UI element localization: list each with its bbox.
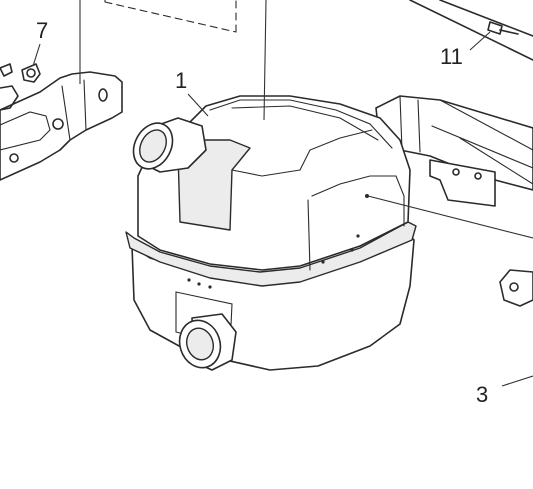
frame-top-right	[409, 0, 533, 61]
bracket-item-3	[499, 269, 533, 307]
callout-item-11: 11	[440, 44, 463, 69]
callout-item-1: 1	[175, 68, 187, 93]
right-frame-rail	[375, 95, 533, 207]
callout-item-3: 3	[476, 382, 488, 407]
upper-inlet-port	[132, 117, 207, 173]
callout-item-7: 7	[36, 18, 48, 43]
left-mounting-bracket	[0, 71, 123, 181]
dashed-reference-outline	[104, 0, 237, 33]
leader-lines	[32, 0, 533, 387]
bolt-item-11	[487, 21, 519, 35]
lower-outlet-port	[178, 313, 237, 371]
bolt-item-7	[0, 63, 41, 83]
